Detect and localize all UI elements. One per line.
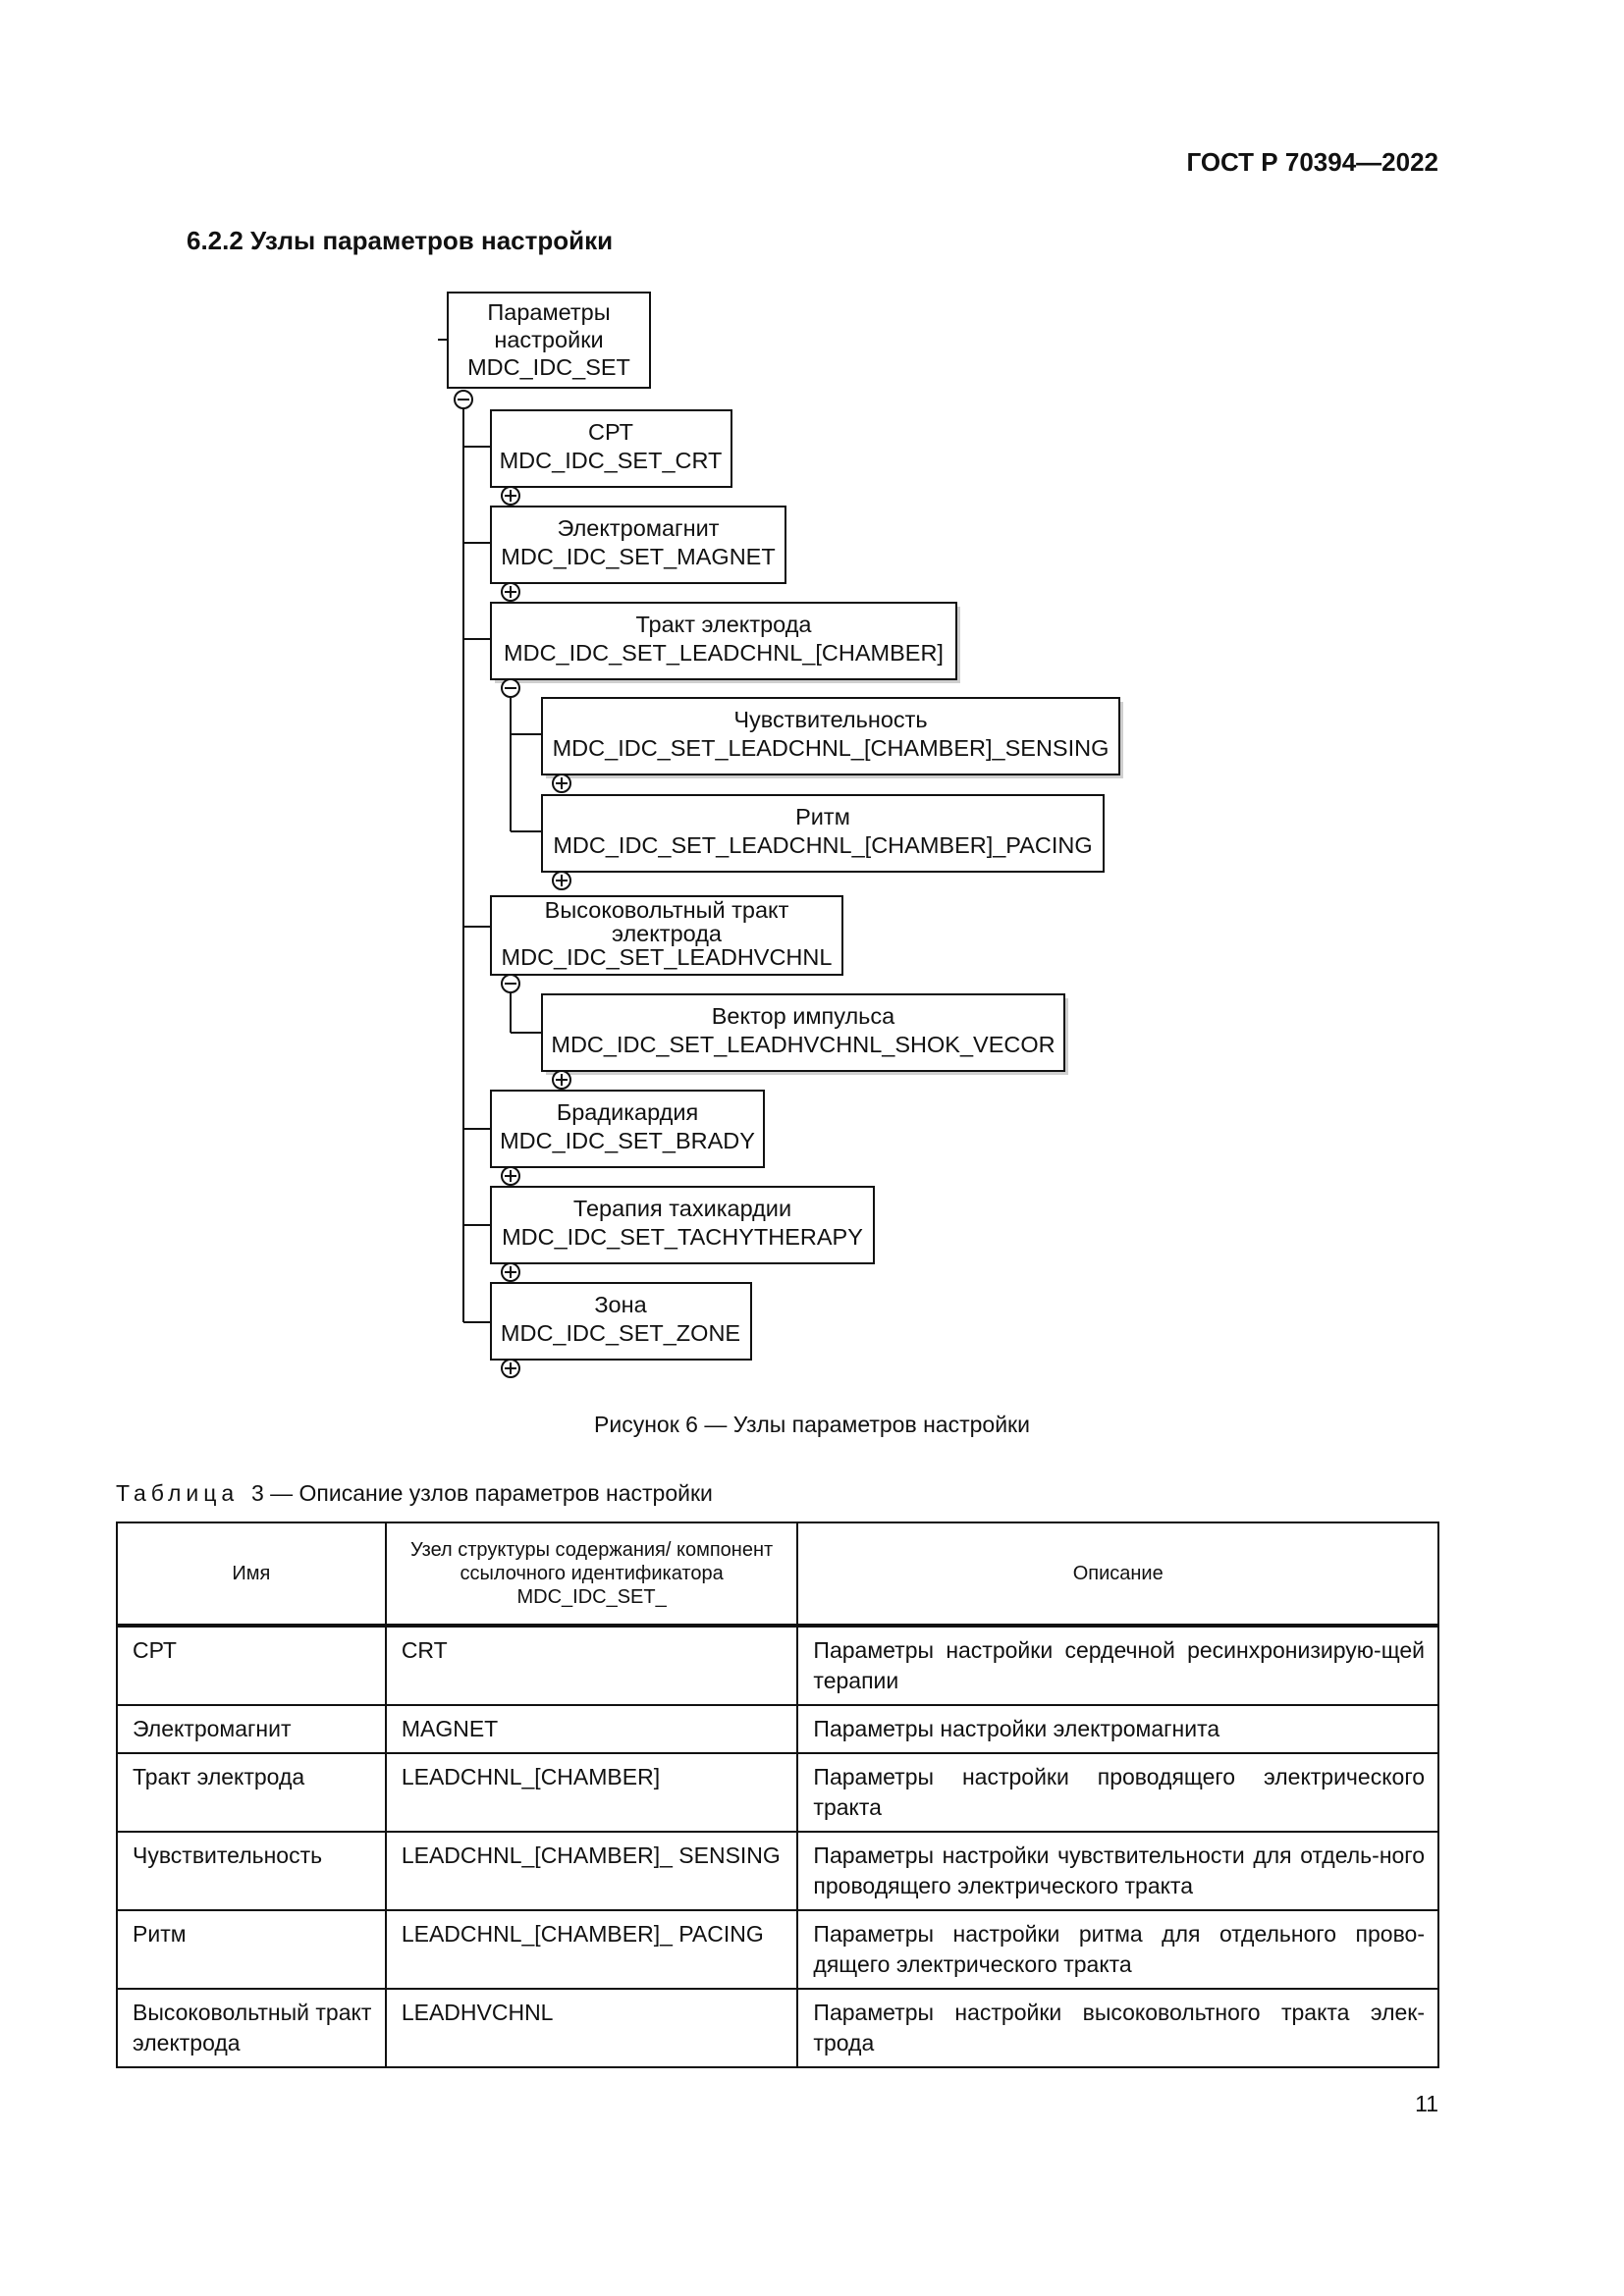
cell-description: Параметры настройки сердечной ресинхрони… bbox=[796, 1625, 1439, 1706]
table-caption: Таблица 3 — Описание узлов параметров на… bbox=[116, 1480, 713, 1507]
cell-description: Параметры настройки электромагнита bbox=[796, 1704, 1439, 1754]
node-pacing: Ритм MDC_IDC_SET_LEADCHNL_[CHAMBER]_PACI… bbox=[541, 794, 1105, 873]
collapse-icon[interactable] bbox=[501, 678, 520, 698]
node-root-line2: настройки bbox=[494, 327, 603, 352]
expand-icon[interactable] bbox=[501, 1359, 520, 1378]
node-shock-vector-label: Вектор импульса bbox=[712, 1003, 895, 1029]
node-sensing-label: Чувствительность bbox=[733, 707, 927, 732]
node-root-line3: MDC_IDC_SET bbox=[467, 354, 630, 380]
table-row: Электромагнит MAGNET Параметры настройки… bbox=[116, 1704, 1439, 1754]
node-leadhvchnl-line2: электрода bbox=[612, 921, 723, 946]
table-row: Тракт электрода LEADCHNL_[CHAMBER] Парам… bbox=[116, 1752, 1439, 1833]
node-magnet-label: Электромагнит bbox=[557, 515, 719, 541]
node-zone-label: Зона bbox=[594, 1292, 647, 1317]
expand-icon[interactable] bbox=[501, 1262, 520, 1282]
header-name: Имя bbox=[116, 1522, 387, 1627]
expand-icon[interactable] bbox=[552, 774, 571, 793]
cell-node: LEADCHNL_[CHAMBER] bbox=[384, 1752, 799, 1833]
node-zone: Зона MDC_IDC_SET_ZONE bbox=[490, 1282, 752, 1361]
node-magnet-code: MDC_IDC_SET_MAGNET bbox=[501, 544, 775, 569]
header-node: Узел структуры содержания/ компонент ссы… bbox=[384, 1522, 799, 1627]
node-crt-code: MDC_IDC_SET_CRT bbox=[500, 448, 723, 473]
cell-description: Параметры настройки высоковольтного трак… bbox=[796, 1988, 1439, 2068]
expand-icon[interactable] bbox=[552, 1070, 571, 1090]
node-brady-label: Брадикардия bbox=[557, 1099, 698, 1125]
node-leadchnl: Тракт электрода MDC_IDC_SET_LEADCHNL_[CH… bbox=[490, 602, 960, 683]
node-tachytherapy-code: MDC_IDC_SET_TACHYTHERAPY bbox=[502, 1224, 863, 1250]
document-header: ГОСТ Р 70394—2022 bbox=[1186, 147, 1438, 177]
cell-description: Параметры настройки чувствительности для… bbox=[796, 1831, 1439, 1911]
cell-node: LEADCHNL_[CHAMBER]_ SENSING bbox=[384, 1831, 799, 1911]
node-sensing: Чувствительность MDC_IDC_SET_LEADCHNL_[C… bbox=[541, 697, 1123, 778]
cell-name: Тракт электрода bbox=[116, 1752, 387, 1833]
table-row: Чувствительность LEADCHNL_[CHAMBER]_ SEN… bbox=[116, 1831, 1439, 1911]
cell-node: MAGNET bbox=[384, 1704, 799, 1754]
header-description: Описание bbox=[796, 1522, 1439, 1627]
collapse-icon[interactable] bbox=[454, 390, 473, 409]
cell-name: Электромагнит bbox=[116, 1704, 387, 1754]
figure-caption: Рисунок 6 — Узлы параметров настройки bbox=[594, 1412, 1030, 1437]
node-sensing-code: MDC_IDC_SET_LEADCHNL_[CHAMBER]_SENSING bbox=[553, 735, 1110, 761]
cell-name: СРТ bbox=[116, 1625, 387, 1706]
node-pacing-label: Ритм bbox=[795, 804, 850, 829]
table-row: Ритм LEADCHNL_[CHAMBER]_ PACING Параметр… bbox=[116, 1909, 1439, 1990]
tree-connectors bbox=[438, 339, 542, 1323]
table-caption-label: Таблица bbox=[116, 1480, 240, 1506]
page-number: 11 bbox=[1415, 2091, 1438, 2116]
cell-node: LEADCHNL_[CHAMBER]_ PACING bbox=[384, 1909, 799, 1990]
cell-description: Параметры настройки проводящего электрич… bbox=[796, 1752, 1439, 1833]
node-shock-vector: Вектор импульса MDC_IDC_SET_LEADHVCHNL_S… bbox=[541, 993, 1068, 1075]
table-header-row: Имя Узел структуры содержания/ компонент… bbox=[116, 1522, 1439, 1627]
section-title: 6.2.2 Узлы параметров настройки bbox=[187, 226, 614, 255]
node-leadchnl-code: MDC_IDC_SET_LEADCHNL_[CHAMBER] bbox=[504, 640, 944, 666]
node-zone-code: MDC_IDC_SET_ZONE bbox=[501, 1320, 740, 1346]
table-row: СРТ CRT Параметры настройки сердечной ре… bbox=[116, 1625, 1439, 1706]
node-leadchnl-label: Тракт электрода bbox=[636, 612, 813, 637]
node-brady: Брадикардия MDC_IDC_SET_BRADY bbox=[490, 1090, 765, 1168]
node-leadhvchnl-line1: Высоковольтный тракт bbox=[545, 897, 789, 923]
expand-icon[interactable] bbox=[501, 1166, 520, 1186]
node-root-line1: Параметры bbox=[487, 299, 610, 325]
node-brady-code: MDC_IDC_SET_BRADY bbox=[500, 1128, 755, 1153]
node-tachytherapy: Терапия тахикардии MDC_IDC_SET_TACHYTHER… bbox=[490, 1186, 875, 1264]
node-leadhvchnl-code: MDC_IDC_SET_LEADHVCHNL bbox=[502, 944, 833, 970]
node-root-settings: Параметры настройки MDC_IDC_SET bbox=[447, 292, 651, 389]
table-caption-text: 3 — Описание узлов параметров настройки bbox=[250, 1480, 713, 1506]
cell-name: Ритм bbox=[116, 1909, 387, 1990]
node-pacing-code: MDC_IDC_SET_LEADCHNL_[CHAMBER]_PACING bbox=[553, 832, 1092, 858]
expand-icon[interactable] bbox=[501, 486, 520, 506]
cell-node: CRT bbox=[384, 1625, 799, 1706]
cell-description: Параметры настройки ритма для отдельного… bbox=[796, 1909, 1439, 1990]
cell-name: Высоковольтный тракт электрода bbox=[116, 1988, 387, 2068]
node-crt-label: СРТ bbox=[588, 419, 633, 445]
expand-icon[interactable] bbox=[501, 582, 520, 602]
table-row: Высоковольтный тракт электрода LEADHVCHN… bbox=[116, 1988, 1439, 2068]
node-crt: СРТ MDC_IDC_SET_CRT bbox=[490, 409, 732, 488]
expand-icon[interactable] bbox=[552, 871, 571, 890]
node-magnet: Электромагнит MDC_IDC_SET_MAGNET bbox=[490, 506, 786, 584]
cell-node: LEADHVCHNL bbox=[384, 1988, 799, 2068]
node-leadhvchnl: Высоковольтный тракт электрода MDC_IDC_S… bbox=[490, 895, 843, 976]
cell-name: Чувствительность bbox=[116, 1831, 387, 1911]
settings-node-tree-diagram: Параметры настройки MDC_IDC_SET СРТ MDC_… bbox=[438, 292, 1123, 1378]
collapse-icon[interactable] bbox=[501, 974, 520, 993]
node-shock-vector-code: MDC_IDC_SET_LEADHVCHNL_SHOK_VECOR bbox=[551, 1032, 1055, 1057]
node-tachytherapy-label: Терапия тахикардии bbox=[573, 1196, 791, 1221]
settings-nodes-table: Имя Узел структуры содержания/ компонент… bbox=[116, 1522, 1439, 2068]
